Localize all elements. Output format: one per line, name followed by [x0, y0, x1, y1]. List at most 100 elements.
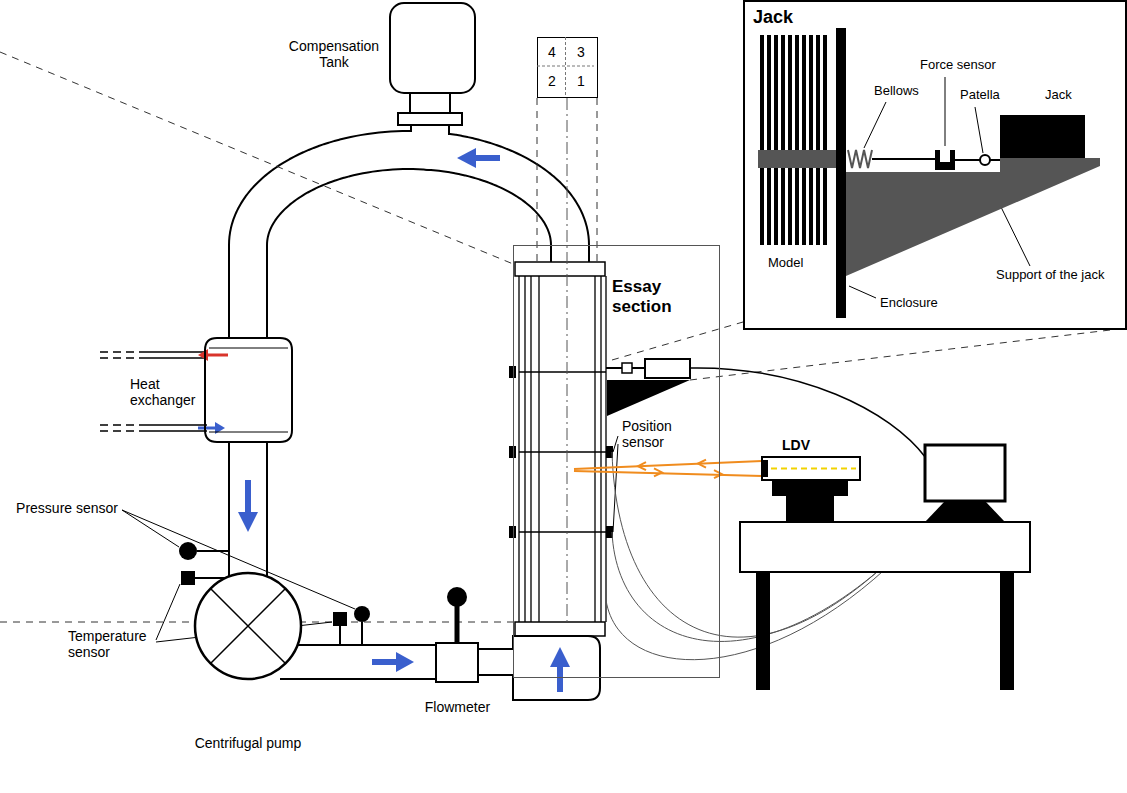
node-outline — [537, 37, 598, 98]
test-section-rig — [550, 244, 590, 263]
hot-outlet-arrow — [198, 349, 228, 361]
ldv-stand — [772, 480, 848, 496]
sensor-symbol — [181, 571, 195, 585]
jack-body — [1000, 115, 1085, 158]
sensor-symbol — [179, 542, 197, 560]
laser-beam — [574, 460, 762, 479]
model-rod — [758, 150, 838, 168]
leader-line — [864, 102, 886, 148]
flowmeter-gauge — [447, 587, 467, 607]
model-plate — [774, 35, 778, 245]
pipe — [498, 648, 513, 676]
part-label: Bellows — [874, 84, 919, 99]
laser-beam — [714, 470, 722, 478]
pipe-stub — [280, 644, 445, 680]
ldv-stand — [772, 480, 848, 522]
table — [740, 522, 1030, 572]
model-plate — [767, 35, 771, 245]
pipe-bore — [498, 650, 513, 674]
node-label: Heat exchanger — [130, 376, 202, 408]
part-label: Enclosure — [880, 296, 938, 311]
leader-line — [975, 107, 983, 153]
jack-support — [846, 158, 1100, 276]
leader-line — [849, 286, 876, 298]
computer — [925, 445, 1005, 501]
jack-device — [607, 380, 690, 416]
heat-exchanger: Heat exchanger — [98, 338, 292, 442]
test-section-rig — [519, 276, 606, 622]
pipe-bore — [319, 646, 420, 678]
flow-arrow — [474, 155, 500, 161]
node-outline — [762, 437, 860, 481]
test-section-rig — [515, 262, 605, 276]
jack-device — [606, 359, 690, 416]
node-outline — [280, 0, 480, 125]
test-section-box: Essay section — [513, 245, 720, 678]
model-plate — [788, 35, 792, 245]
flowmeter-body — [436, 643, 478, 682]
table — [740, 522, 1030, 690]
test-section-rig — [519, 372, 606, 532]
model-plate — [795, 35, 799, 245]
pipe-stub — [280, 646, 445, 678]
sensor-label: Pressure sensor — [16, 500, 118, 516]
sensor-symbol — [354, 606, 370, 622]
flow-arrow — [457, 148, 476, 168]
callout-number: 4 — [538, 44, 566, 60]
node-label: Essay section — [612, 277, 704, 316]
hot-outlet-arrow — [198, 349, 208, 361]
quadrant-divider — [537, 37, 594, 95]
part-label: Support of the jack — [996, 268, 1104, 283]
sensor-label: Temperature sensor — [68, 628, 152, 660]
pipe — [319, 644, 420, 680]
flowmeter-stem — [455, 605, 460, 643]
node-label: LDV — [782, 437, 810, 453]
model-plate — [823, 35, 827, 245]
pump-casing — [195, 573, 301, 679]
part-label: Jack — [1045, 88, 1072, 103]
table — [756, 572, 770, 690]
computer — [925, 445, 1005, 522]
force-sensor-slot — [940, 150, 950, 162]
laser-beam — [698, 460, 706, 468]
sensor-label: Position sensor — [622, 418, 694, 450]
pipe-bore — [430, 125, 570, 245]
table — [1000, 572, 1014, 690]
signal-cable — [690, 368, 926, 458]
callout-number: 1 — [567, 73, 595, 89]
flow-arrow — [245, 480, 251, 514]
model-plate — [802, 35, 806, 245]
computer — [925, 501, 1005, 522]
leader-line — [945, 77, 946, 146]
pipe-bores — [248, 125, 570, 662]
jack-device — [645, 359, 690, 378]
force-sensor — [935, 150, 955, 170]
patella-joint — [980, 155, 990, 165]
test-section-rig — [513, 636, 600, 700]
pipe — [430, 125, 570, 245]
model-plate — [816, 35, 820, 245]
zoom-line — [0, 52, 1127, 622]
callout-number: 2 — [538, 73, 566, 89]
node-label: Centrifugal pump — [180, 735, 316, 751]
pipe-bore — [248, 125, 430, 338]
heat-exchanger-line — [100, 352, 207, 431]
test-section-rig — [551, 244, 589, 262]
cross-section-key: 4321 — [537, 37, 598, 98]
ldv-housing — [762, 457, 860, 480]
laser-beam — [638, 462, 646, 470]
node-outline — [420, 585, 498, 719]
part-label: Force sensor — [920, 58, 996, 73]
node-outline — [180, 573, 319, 758]
flow-arrow — [396, 652, 414, 672]
flow-arrow — [550, 647, 570, 667]
laser-beam — [654, 468, 662, 476]
center-line — [567, 98, 568, 622]
ldv-unit: LDV — [762, 437, 860, 481]
model-plate — [809, 35, 813, 245]
jack-device — [622, 363, 632, 373]
ldv-stand — [786, 496, 834, 522]
flow-arrow — [238, 512, 258, 532]
